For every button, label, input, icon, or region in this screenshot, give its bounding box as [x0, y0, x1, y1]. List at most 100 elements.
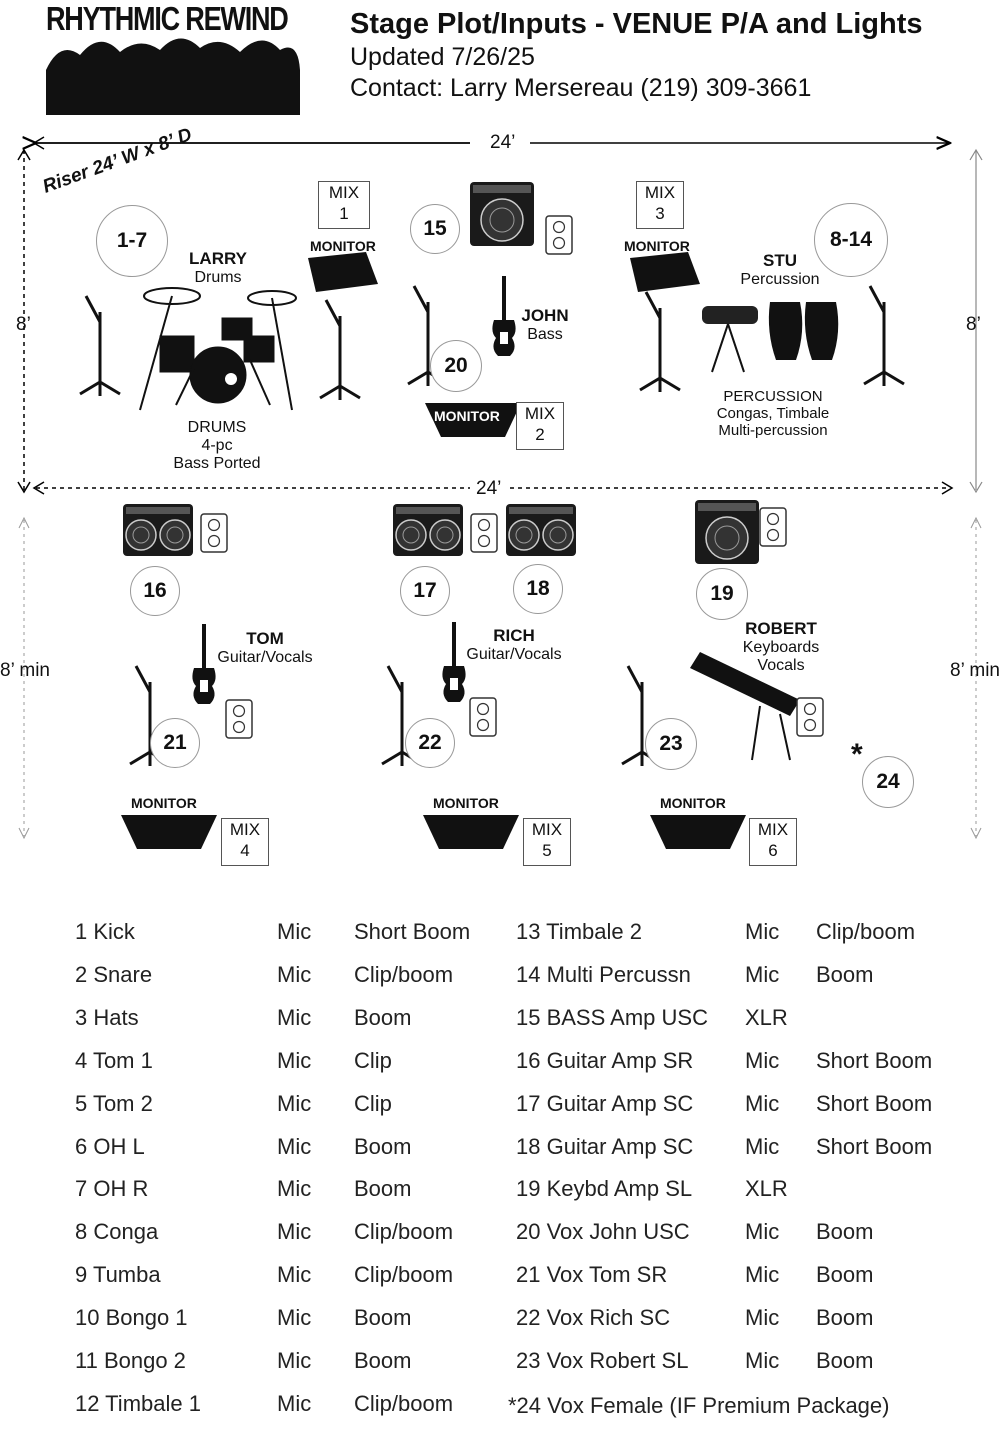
keyboard-icon [690, 652, 800, 761]
input-type: Mic [277, 1090, 312, 1116]
input-stand: Clip/boom [816, 919, 916, 944]
input-circle-18: 18 [513, 564, 563, 614]
input-type: Mic [745, 961, 780, 987]
stage-plot-graphics [17, 38, 983, 849]
input-stand: Boom [354, 1004, 412, 1030]
input-type: Mic [277, 1305, 312, 1331]
page-title: Stage Plot/Inputs - VENUE P/A and Lights [350, 8, 923, 40]
input-type: Mic [277, 1262, 312, 1288]
footnote-female-vox: *24 Vox Female (IF Premium Package) [508, 1393, 890, 1418]
input-stand: Boom [354, 1305, 412, 1331]
input-stand: Boom [816, 1262, 874, 1288]
input-channel-name: 1 Kick [75, 919, 135, 944]
monitor-speaker-icon [630, 252, 700, 292]
percussion-icon [702, 302, 839, 373]
input-stand: Boom [816, 1305, 874, 1331]
input-circle-19: 19 [696, 568, 748, 620]
input-channel-name: 4 Tom 1 [75, 1047, 153, 1073]
riser-depth-left: 8’ [16, 314, 31, 335]
input-type: Mic [277, 919, 312, 944]
input-channel-name: 10 Bongo 1 [75, 1305, 188, 1331]
input-stand: Clip/boom [354, 1262, 454, 1288]
updated-date: Updated 7/26/25 [350, 43, 535, 71]
input-circle-17: 17 [400, 566, 450, 616]
input-stand: Short Boom [354, 919, 471, 944]
input-channel-name: 7 OH R [75, 1176, 149, 1202]
input-type: XLR [745, 1176, 788, 1202]
input-channel-name: 5 Tom 2 [75, 1090, 153, 1116]
input-type: Mic [745, 1348, 780, 1373]
input-circle-24: 24 [862, 756, 914, 808]
input-stand: Short Boom [816, 1090, 933, 1116]
input-stand: Clip/boom [354, 1219, 454, 1245]
input-stand: Short Boom [816, 1047, 933, 1073]
input-circle-perc: 8-14 [814, 203, 888, 277]
monitor-label: MONITOR [434, 408, 500, 424]
input-type: Mic [277, 1219, 312, 1245]
monitor-label: MONITOR [310, 238, 376, 254]
input-channel-name: 22 Vox Rich SC [516, 1305, 671, 1331]
input-stand: Clip [354, 1090, 392, 1116]
input-circle-22: 22 [405, 718, 455, 768]
input-circle-15: 15 [410, 204, 460, 254]
input-channel-name: 15 BASS Amp USC [516, 1004, 708, 1030]
monitor-speaker-icon [308, 252, 378, 292]
input-channel-name: 2 Snare [75, 961, 153, 987]
input-channel-name: 17 Guitar Amp SC [516, 1090, 694, 1116]
floor-depth-left: 8’ min [0, 660, 50, 681]
input-channel-name: 9 Tumba [75, 1262, 161, 1288]
input-channel-name: 6 OH L [75, 1133, 145, 1159]
input-circle-21: 21 [150, 718, 200, 768]
input-type: Mic [277, 1348, 312, 1373]
floor-depth-right: 8’ min [950, 660, 1000, 681]
monitor-label: MONITOR [660, 795, 726, 811]
input-type: Mic [745, 1262, 780, 1288]
input-type: Mic [277, 1004, 312, 1030]
input-channel-name: 3 Hats [75, 1004, 139, 1030]
input-stand: Boom [354, 1133, 412, 1159]
input-circle-23: 23 [645, 718, 697, 770]
input-type: XLR [745, 1004, 788, 1030]
input-channel-name: 8 Conga [75, 1219, 159, 1245]
input-stand: Clip [354, 1047, 392, 1073]
input-type: Mic [745, 1219, 780, 1245]
input-type: Mic [277, 1176, 312, 1202]
input-stand: Boom [816, 1219, 874, 1245]
input-channel-name: 14 Multi Percussn [516, 961, 691, 987]
band-logo-text: RHYTHMIC REWIND [46, 0, 289, 37]
input-channel-name: 12 Timbale 1 [75, 1390, 201, 1416]
input-channel-name: 11 Bongo 2 [75, 1348, 186, 1373]
monitor-label: MONITOR [131, 795, 197, 811]
monitor-label: MONITOR [433, 795, 499, 811]
input-channel-name: 23 Vox Robert SL [516, 1348, 689, 1373]
input-stand: Boom [816, 961, 874, 987]
input-stand: Boom [816, 1348, 874, 1373]
riser-depth-right: 8’ [966, 314, 981, 335]
contact-line: Contact: Larry Mersereau (219) 309-3661 [350, 74, 812, 102]
input-type: Mic [745, 1133, 780, 1159]
input-type: Mic [277, 1047, 312, 1073]
input-type: Mic [745, 1305, 780, 1331]
input-channel-name: 19 Keybd Amp SL [516, 1176, 693, 1202]
input-circle-drums: 1-7 [96, 205, 168, 277]
input-channel-name: 13 Timbale 2 [516, 919, 642, 944]
input-type: Mic [277, 1390, 312, 1416]
input-stand: Boom [354, 1176, 412, 1202]
input-type: Mic [745, 1090, 780, 1116]
input-channel-name: 18 Guitar Amp SC [516, 1133, 694, 1159]
input-type: Mic [277, 1133, 312, 1159]
mid-width-label: 24’ [476, 478, 502, 499]
